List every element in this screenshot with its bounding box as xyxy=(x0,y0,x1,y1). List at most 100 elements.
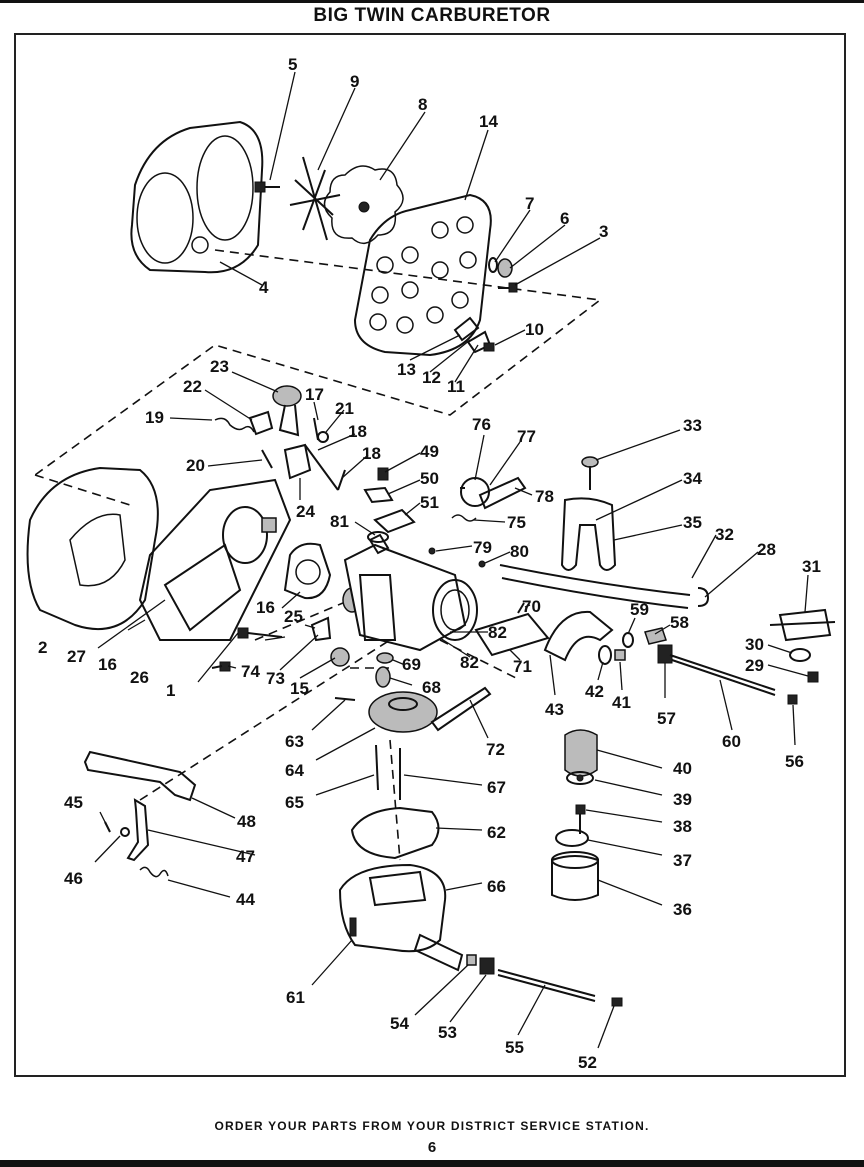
callout: 72 xyxy=(486,740,505,759)
callout: 63 xyxy=(285,732,304,751)
order-parts-footer: ORDER YOUR PARTS FROM YOUR DISTRICT SERV… xyxy=(214,1119,650,1133)
float-assembly xyxy=(334,652,492,800)
callout: 14 xyxy=(479,112,498,131)
gasket-63 xyxy=(350,806,440,860)
callout: 50 xyxy=(420,469,439,488)
callout: 43 xyxy=(545,700,564,719)
impeller-9 xyxy=(289,156,341,241)
callout: 3 xyxy=(599,222,608,241)
callout: 20 xyxy=(186,456,205,475)
callout: 24 xyxy=(296,502,315,521)
plate-72 xyxy=(474,602,550,657)
callout: 23 xyxy=(210,357,229,376)
callout: 82 xyxy=(460,653,479,672)
callout: 73 xyxy=(266,669,285,688)
lever-assembly xyxy=(214,385,346,491)
diagram-frame xyxy=(14,33,846,1077)
callout: 8 xyxy=(418,95,427,114)
washer-6 xyxy=(497,258,513,278)
callout: 76 xyxy=(472,415,491,434)
page-number: 6 xyxy=(427,1139,437,1156)
callout: 44 xyxy=(236,890,255,909)
callout: 29 xyxy=(745,656,764,675)
callout: 41 xyxy=(612,693,631,712)
bracket-32 xyxy=(769,608,836,683)
callout: 62 xyxy=(487,823,506,842)
callout: 19 xyxy=(145,408,164,427)
callout: 12 xyxy=(422,368,441,387)
callout: 67 xyxy=(487,778,506,797)
callout: 53 xyxy=(438,1023,457,1042)
bracket-13-11 xyxy=(453,316,495,354)
callout: 81 xyxy=(330,512,349,531)
callout: 37 xyxy=(673,851,692,870)
callout: 9 xyxy=(350,72,359,91)
bowl-fasteners xyxy=(349,917,623,1007)
callout: 52 xyxy=(578,1053,597,1072)
callout: 69 xyxy=(402,655,421,674)
screw-5 xyxy=(254,181,280,193)
callout: 58 xyxy=(670,613,689,632)
small-parts-center xyxy=(363,467,486,568)
callout: 48 xyxy=(237,812,256,831)
callout: 4 xyxy=(259,278,269,297)
bottom-rule xyxy=(0,1160,864,1167)
callout: 2 xyxy=(38,638,47,657)
callout: 16 xyxy=(256,598,275,617)
callout: 26 xyxy=(130,668,149,687)
callout: 74 xyxy=(241,662,260,681)
callout: 30 xyxy=(745,635,764,654)
callout: 77 xyxy=(517,427,536,446)
callout: 46 xyxy=(64,869,83,888)
callout: 36 xyxy=(673,900,692,919)
callout: 54 xyxy=(390,1014,409,1033)
float-bowl-67 xyxy=(338,863,464,972)
callout: 60 xyxy=(722,732,741,751)
callout: 47 xyxy=(236,847,255,866)
callout: 13 xyxy=(397,360,416,379)
callout: 1 xyxy=(166,681,175,700)
callout: 6 xyxy=(560,209,569,228)
washer-7 xyxy=(488,257,498,273)
callout: 10 xyxy=(525,320,544,339)
callout-labels: 5 9 8 14 7 6 3 4 10 13 12 11 23 22 17 19… xyxy=(38,55,821,1072)
callout: 34 xyxy=(683,469,702,488)
callout: 57 xyxy=(657,709,676,728)
callout: 82 xyxy=(488,623,507,642)
clamp-34-36 xyxy=(560,456,617,571)
callout: 27 xyxy=(67,647,86,666)
main-carburetor xyxy=(343,533,478,652)
callout: 64 xyxy=(285,761,304,780)
callout: 15 xyxy=(290,679,309,698)
callout: 28 xyxy=(757,540,776,559)
callout: 55 xyxy=(505,1038,524,1057)
callout: 65 xyxy=(285,793,304,812)
callout: 42 xyxy=(585,682,604,701)
callout: 78 xyxy=(535,487,554,506)
callout: 79 xyxy=(473,538,492,557)
callout: 68 xyxy=(422,678,441,697)
callout: 25 xyxy=(284,607,303,626)
fuel-line-33 xyxy=(499,564,710,609)
callout: 7 xyxy=(525,194,534,213)
callout: 70 xyxy=(522,597,541,616)
callout: 56 xyxy=(785,752,804,771)
callout: 59 xyxy=(630,600,649,619)
callout: 18 xyxy=(362,444,381,463)
diaphragm-8 xyxy=(323,165,404,244)
callout: 33 xyxy=(683,416,702,435)
leader-lines xyxy=(94,71,809,1049)
callout: 32 xyxy=(715,525,734,544)
callout: 75 xyxy=(507,513,526,532)
callout: 71 xyxy=(513,657,532,676)
callout: 18 xyxy=(348,422,367,441)
page-title: BIG TWIN CARBURETOR xyxy=(313,5,551,26)
callout: 39 xyxy=(673,790,692,809)
screw-3 xyxy=(498,282,518,293)
filter-stack xyxy=(551,729,599,901)
cover-plate-14 xyxy=(353,193,492,357)
callout: 80 xyxy=(510,542,529,561)
callout: 49 xyxy=(420,442,439,461)
callout: 17 xyxy=(305,385,324,404)
